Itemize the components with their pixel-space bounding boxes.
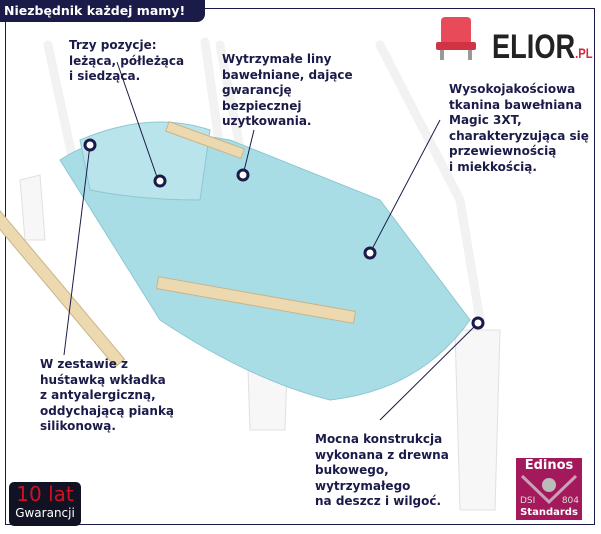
wooden-bar: [0, 182, 126, 368]
warranty-years: 10 lat: [16, 482, 74, 506]
wooden-bar: [155, 276, 357, 324]
badge-dsi: DSI: [520, 496, 536, 506]
edinos-badge: Edinos DSI 804 Standards: [516, 458, 582, 520]
badge-number: 804: [561, 496, 579, 506]
rope: [375, 40, 485, 325]
note-fabric: Wysokojakościowa tkanina bawełniana Magi…: [449, 82, 589, 174]
rope: [43, 40, 80, 175]
chair-icon: [436, 17, 476, 60]
note-positions: Trzy pozycje: leżąca, półleżąca i siedzą…: [69, 38, 185, 83]
note-construction: Mocna konstrukcja wykonana z drewna buko…: [315, 432, 449, 508]
header-banner: Niezbędnik każdej mamy!: [0, 0, 205, 22]
elior-logo[interactable]: ELIOR.PL: [492, 28, 593, 66]
seat-back: [79, 121, 211, 201]
rope: [200, 37, 223, 140]
warranty-badge: 10 lat Gwarancji: [9, 482, 81, 526]
marker-dot: [83, 138, 97, 152]
badge-standards: Standards: [520, 507, 578, 518]
note-ropes: Wytrzymałe liny bawełniane, dające gwara…: [222, 52, 353, 128]
marker-dot: [471, 316, 485, 330]
warranty-label: Gwarancji: [15, 506, 75, 520]
note-insert: W zestawie z huśtawką wkładka z antyaler…: [40, 357, 175, 433]
marker-dot: [236, 168, 250, 182]
marker-dot: [363, 246, 377, 260]
tassel: [19, 174, 46, 241]
wooden-bar: [165, 120, 245, 160]
tassel: [454, 329, 501, 511]
product-frame: [5, 8, 595, 525]
v-check-icon: [520, 474, 578, 504]
badge-brand: Edinos: [524, 458, 574, 473]
marker-dot: [153, 174, 167, 188]
